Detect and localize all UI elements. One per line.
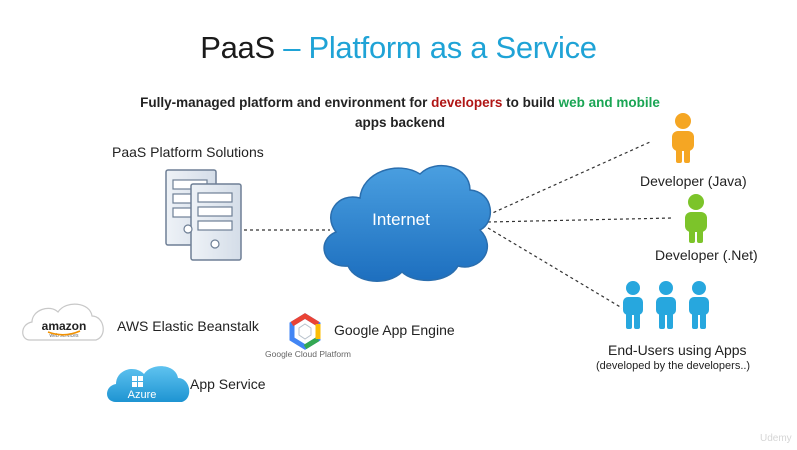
developer-net-label: Developer (.Net) [655,247,758,263]
platform-solutions-label: PaaS Platform Solutions [112,144,264,160]
google-cloud-logo-icon [289,313,321,350]
end-users-label: End-Users using Apps [608,342,747,358]
google-app-engine-label: Google App Engine [334,322,455,338]
svg-text:web services: web services [50,333,79,339]
subtitle: Fully-managed platform and environment f… [140,95,660,130]
developer-java-icon [672,113,694,163]
page-title: PaaS – Platform as a Service [200,30,597,65]
developer-net-icon [685,194,707,243]
svg-text:amazon: amazon [42,319,87,333]
connector-internet-net [487,217,673,223]
internet-label: Internet [372,210,430,229]
svg-text:Azure: Azure [128,389,157,401]
servers-icon [165,169,242,261]
aws-elastic-beanstalk-label: AWS Elastic Beanstalk [117,318,259,334]
udemy-watermark: Udemy [760,433,792,444]
developers-highlight: developers [431,95,503,110]
svg-text:Udemy: Udemy [760,433,792,444]
end-users-icon [623,281,709,329]
azure-logo-icon: Azure [107,366,190,402]
connector-internet-java [487,141,651,216]
internet-cloud-icon [323,165,492,282]
web-mobile-highlight: web and mobile [558,95,660,110]
end-users-sublabel: (developed by the developers..) [596,360,751,372]
google-cloud-platform-caption: Google Cloud Platform [265,349,351,359]
developer-java-label: Developer (Java) [640,173,747,189]
aws-logo-icon: amazon web services [22,303,104,341]
connector-internet-users [487,227,623,309]
app-service-label: App Service [190,376,266,392]
